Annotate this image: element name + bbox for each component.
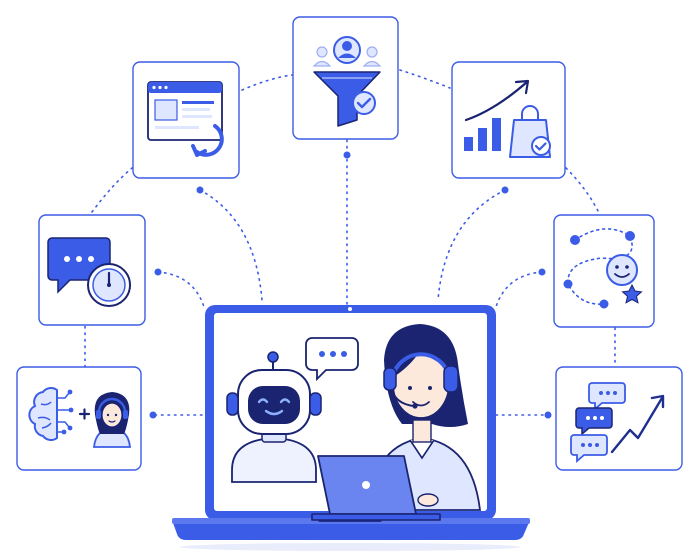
connector-sales-laptop <box>437 189 506 301</box>
typing-bubble-icon <box>305 337 359 382</box>
card-lead-funnel <box>292 16 399 140</box>
chatbot-icon <box>226 351 322 483</box>
web-page-refresh-icon <box>147 81 224 157</box>
conversation-growth-icon <box>570 382 665 463</box>
lead-funnel-icon <box>312 36 382 127</box>
card-chat-response-time <box>38 214 146 326</box>
card-customer-journey <box>553 214 655 328</box>
connector-chat-web <box>91 167 133 213</box>
connector-funnel-sales <box>399 69 451 89</box>
card-web-page <box>132 61 240 179</box>
connector-dots <box>149 151 552 419</box>
ai-plus-human-icon <box>28 387 132 448</box>
connector-lines <box>84 69 616 416</box>
connector-web-laptop <box>199 189 263 301</box>
sales-growth-icon <box>464 79 551 158</box>
connector-journey-laptop <box>494 271 543 311</box>
card-ai-plus-human <box>16 366 142 471</box>
connector-chat-laptop <box>157 271 206 311</box>
customer-journey-icon <box>563 228 643 309</box>
agent-laptop-icon <box>311 455 441 521</box>
card-sales-growth <box>451 61 566 179</box>
connector-web-funnel <box>241 74 293 91</box>
card-conversation-growth <box>555 366 683 471</box>
connector-sales-journey <box>565 167 601 216</box>
chat-response-time-icon <box>47 237 131 307</box>
